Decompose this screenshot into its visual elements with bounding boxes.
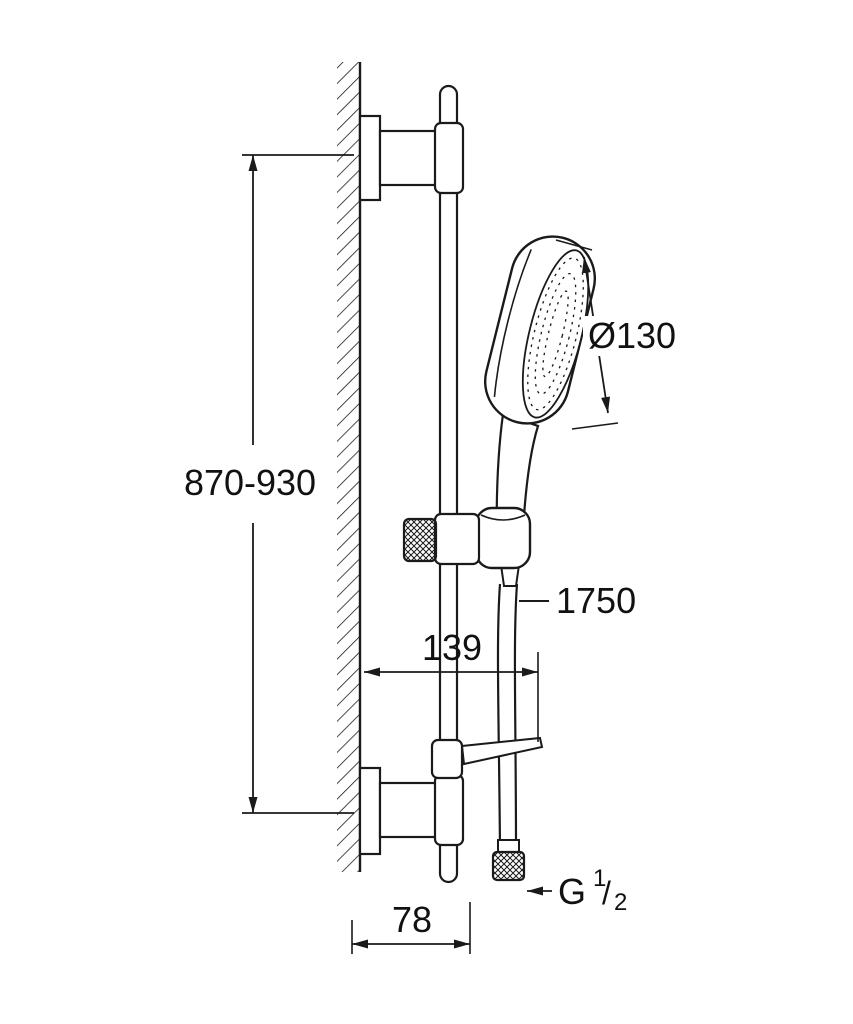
dim-head-diameter: Ø130: [555, 239, 679, 430]
shower-head-contour: [493, 249, 532, 398]
spray-face: [521, 249, 590, 419]
shower-hose: [496, 583, 519, 851]
dim-head-diameter-ext-top: [555, 239, 593, 251]
dim-thread-numerator: 1: [593, 865, 606, 892]
slider-holder: [402, 506, 532, 570]
dim-holder-reach: 139: [364, 627, 539, 742]
nozzle-ring-outer: [527, 257, 584, 411]
top-bracket-arm: [378, 129, 440, 187]
locking-knob: [402, 517, 438, 563]
shower-head: [483, 235, 597, 425]
hose-end-fitting: [491, 839, 526, 882]
dim-wall-offset: 78: [351, 899, 471, 954]
top-bracket-clamp: [433, 121, 465, 195]
holder-body: [433, 512, 481, 566]
bottom-bracket: [358, 766, 465, 856]
dim-hose-length: 1750: [519, 580, 636, 621]
dim-thread: G 1 / 2: [527, 865, 627, 916]
hose-right-edge: [513, 583, 519, 851]
shower-rail: [438, 84, 459, 884]
bottom-bracket-wall-plate: [358, 766, 382, 856]
hose-end-nut: [491, 850, 526, 882]
dim-holder-reach-label: 139: [422, 627, 482, 668]
nozzle-ring-inner: [542, 290, 569, 378]
dim-rail-height: 870-930: [184, 154, 354, 814]
dim-wall-offset-label: 78: [392, 899, 432, 940]
dim-hose-length-label: 1750: [556, 580, 636, 621]
bottom-bracket-arm: [378, 781, 440, 839]
dim-head-diameter-label: Ø130: [588, 315, 676, 356]
hose-left-edge: [496, 583, 502, 851]
dim-rail-height-label: 870-930: [184, 462, 316, 503]
bottom-bracket-clamp: [433, 773, 465, 847]
top-bracket: [358, 114, 465, 202]
dim-head-diameter-label-bg: [583, 316, 679, 356]
hose-end-collar: [497, 839, 520, 853]
dim-head-diameter-ext-bottom: [571, 422, 619, 430]
dim-thread-letter: G: [558, 871, 586, 912]
wall: [337, 62, 362, 872]
soap-tray-collar: [430, 738, 464, 780]
soap-tray: [430, 736, 544, 780]
top-bracket-wall-plate: [358, 114, 382, 202]
nozzle-ring-middle: [534, 272, 577, 395]
dim-thread-denominator: 2: [614, 889, 627, 916]
dim-thread-slash: /: [602, 875, 611, 911]
soap-tray-blade: [460, 736, 544, 766]
wall-hatching: [337, 62, 360, 872]
holder-cup-opening: [480, 514, 526, 521]
